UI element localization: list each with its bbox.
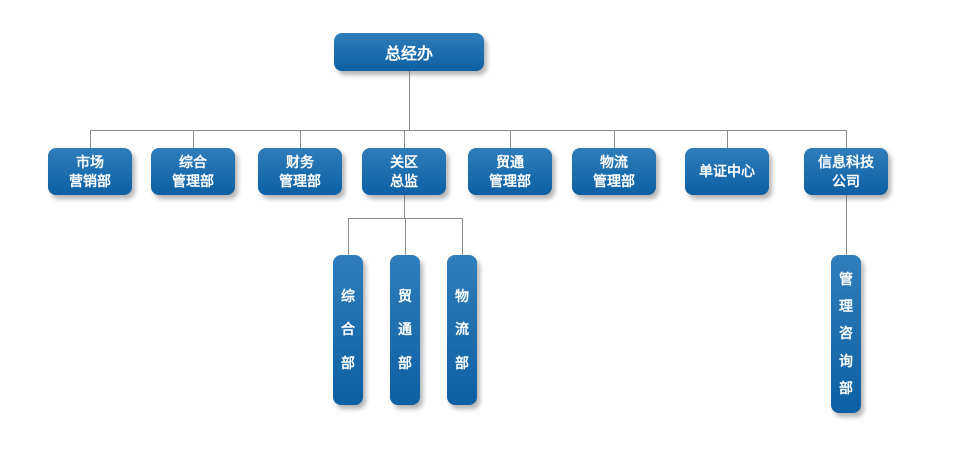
node-label: 综 合 部 [341, 287, 355, 371]
node-label: 市场 营销部 [69, 154, 111, 189]
subnode-general-dept: 综 合 部 [333, 255, 363, 405]
node-label: 综合 管理部 [172, 154, 214, 189]
subnode-logistics-dept: 物 流 部 [447, 255, 477, 405]
connector-stub-finance [300, 130, 301, 148]
connector-stub-sub-general [348, 218, 349, 255]
node-label: 物流 管理部 [593, 154, 635, 189]
node-label: 关区 总监 [390, 154, 418, 189]
node-admin-dept: 综合 管理部 [151, 148, 235, 195]
node-label: 物 流 部 [455, 287, 469, 371]
node-finance-dept: 财务 管理部 [258, 148, 342, 195]
connector-stub-customs-director [404, 130, 405, 148]
connector-stub-doc-center [727, 130, 728, 148]
node-trade-mgmt-dept: 贸通 管理部 [468, 148, 552, 195]
node-general-manager-office: 总经办 [334, 33, 484, 71]
node-label: 总经办 [384, 46, 433, 63]
node-label: 贸通 管理部 [489, 154, 531, 189]
connector-stub-marketing [90, 130, 91, 148]
node-documentation-center: 单证中心 [685, 148, 769, 195]
node-label: 财务 管理部 [279, 154, 321, 189]
connector-it-company-vertical [846, 195, 847, 255]
connector-stub-admin [193, 130, 194, 148]
connector-stub-sub-logistics [462, 218, 463, 255]
connector-root-vertical [409, 71, 410, 130]
node-marketing-dept: 市场 营销部 [48, 148, 132, 195]
subnode-trade-dept: 贸 通 部 [390, 255, 420, 405]
connector-level2-horizontal [90, 130, 847, 131]
node-label: 贸 通 部 [398, 287, 412, 371]
node-label: 信息科技 公司 [818, 154, 874, 189]
node-customs-director: 关区 总监 [362, 148, 446, 195]
connector-stub-trade [510, 130, 511, 148]
node-logistics-mgmt-dept: 物流 管理部 [572, 148, 656, 195]
connector-customs-director-vertical [404, 195, 405, 218]
subnode-mgmt-consulting-dept: 管 理 咨 询 部 [831, 255, 861, 413]
node-it-company: 信息科技 公司 [804, 148, 888, 195]
connector-stub-it-company [846, 130, 847, 148]
connector-stub-logistics [614, 130, 615, 148]
connector-stub-sub-trade [405, 218, 406, 255]
node-label: 管 理 咨 询 部 [839, 270, 853, 396]
node-label: 单证中心 [699, 163, 755, 180]
